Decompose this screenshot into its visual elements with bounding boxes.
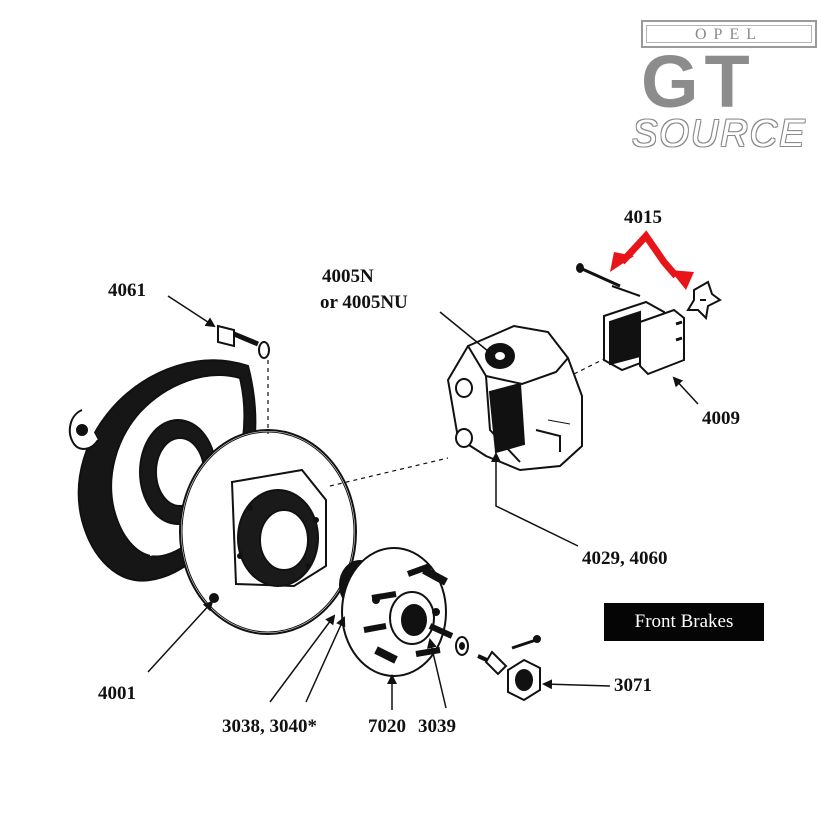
gt-logo-text: GT: [641, 40, 756, 123]
brake-rotor-part: [179, 429, 357, 635]
opel-logo-frame: OPEL: [641, 20, 817, 48]
pad-retaining-pin-part: [576, 263, 641, 297]
hub-nut-part: [507, 635, 541, 702]
double-headed-arrow-icon: [610, 230, 694, 290]
opel-logo-text: OPEL: [646, 25, 812, 43]
anti-rattle-spring-part: [686, 280, 722, 321]
spindle-stub-part: [428, 623, 508, 676]
callout-3071: 3071: [614, 675, 652, 696]
source-logo-text: SOURCE: [632, 113, 807, 155]
callout-4015: 4015: [624, 207, 662, 228]
callout-4029-4060: 4029, 4060: [582, 548, 668, 569]
callout-4001: 4001: [98, 683, 136, 704]
brake-caliper-part: [446, 324, 583, 472]
front-brakes-title-badge: Front Brakes: [604, 603, 764, 641]
callout-3038-3040: 3038, 3040*: [222, 716, 317, 737]
callout-4061: 4061: [108, 280, 146, 301]
leader-lines: [147, 295, 699, 710]
caliper-bolt-part: [217, 324, 270, 359]
callout-4005-line1: 4005N: [322, 266, 374, 287]
callout-4009: 4009: [702, 408, 740, 429]
brake-pads-part: [603, 300, 685, 376]
callout-3039: 3039: [418, 716, 456, 737]
callout-7020: 7020: [368, 716, 406, 737]
wheel-hub-part: [339, 547, 448, 677]
callout-4005-line2: or 4005NU: [320, 292, 408, 313]
